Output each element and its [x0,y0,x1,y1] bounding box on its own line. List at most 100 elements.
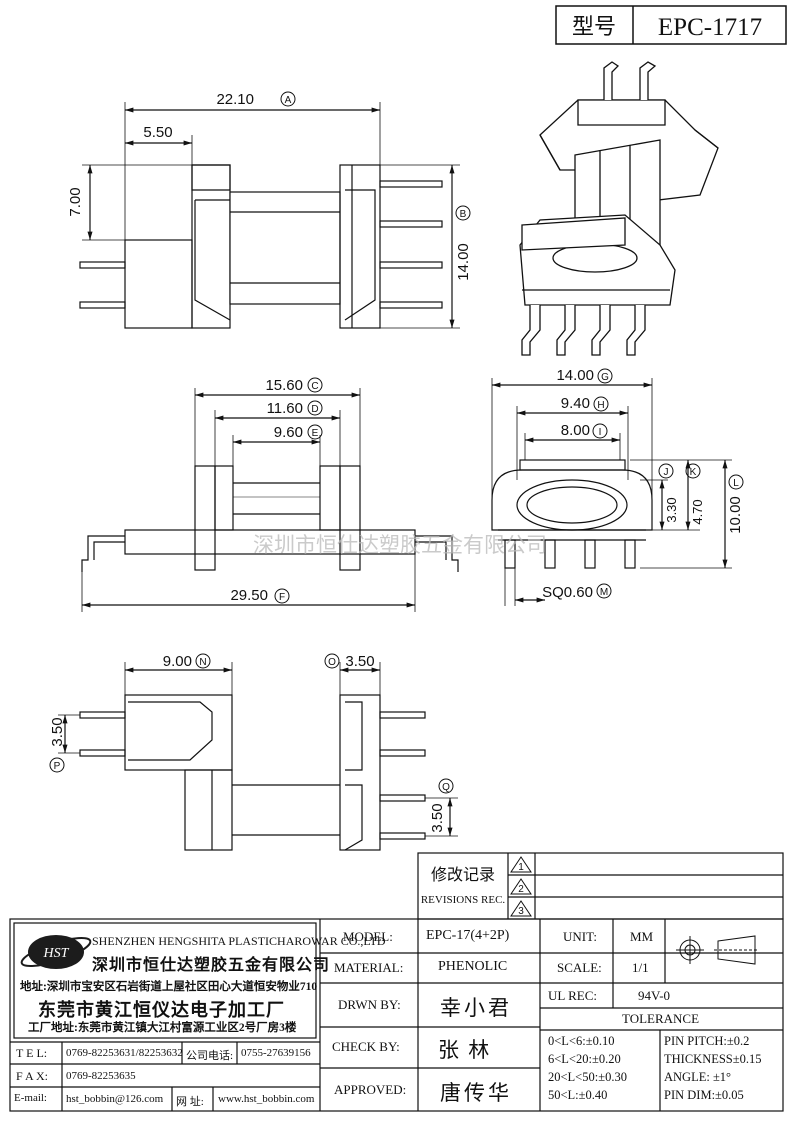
mark-e: E [312,428,319,439]
pin-spec-3: ANGLE: ±1° [664,1070,732,1084]
dim-b-value: 14.00 [455,243,472,281]
end-view [491,378,732,606]
mark-l: L [733,478,739,489]
dim-470-value: 4.70 [690,499,705,524]
dim-h-value: 9.40 [561,395,590,412]
dim-left-value: 5.50 [143,124,172,141]
company-name-en: SHENZHEN HENGSHITA PLASTICHAROWAR CO.,LT… [92,934,386,948]
mark-p: P [54,761,61,772]
type-label: 型号 [572,14,616,39]
side-view [81,388,459,612]
revision-mark-2: 2 [510,878,532,895]
svg-text:3: 3 [518,906,524,917]
unit-label: UNIT: [563,929,598,944]
revision-title-en: REVISIONS REC. [421,894,506,906]
email-label: E-mail: [14,1092,47,1104]
pin-spec-2: THICKNESS±0.15 [664,1052,762,1066]
mark-n: N [199,657,206,668]
company-name-cn: 深圳市恒仕达塑胶五金有限公司 [92,957,331,974]
mark-m-circle [596,583,612,599]
mark-e-circle [307,424,323,440]
dim-330-value: 3.30 [664,497,679,522]
mark-l-circle [728,474,744,490]
dim-a-value: 22.10 [216,91,254,108]
unit-value: MM [630,929,654,944]
factory-address: 工厂地址:东莞市黄江镇大江村富源工业区2号厂房3楼 [28,1022,297,1034]
mark-q-circle [438,778,454,794]
dim-g-value: 14.00 [556,367,594,384]
factory-name: 东莞市黄江恒仪达电子加工厂 [38,1000,285,1020]
model-value: EPC-17(4+2P) [426,928,510,943]
mark-a-circle [280,91,296,107]
mark-b: B [460,209,467,220]
mark-o-circle [324,653,340,669]
approved-value: 唐传华 [440,1081,512,1105]
projection-symbol-icon [676,935,759,965]
mark-f: F [279,592,285,603]
check-by-value: 张 林 [438,1038,492,1062]
mark-c: C [311,381,318,392]
mark-i: I [599,427,602,438]
top-view [79,102,460,329]
drawn-by-value: 幸小君 [440,996,512,1020]
svg-text:1: 1 [518,862,524,873]
revision-mark-3: 3 [510,900,532,917]
mark-g: G [601,372,609,383]
tolerance-row-3: 20<L<50:±0.30 [548,1070,627,1084]
approved-label: APPROVED: [334,1082,407,1097]
company-logo: HST [20,935,92,969]
dim-n-value: 9.00 [163,653,192,670]
mark-o: O [328,657,336,668]
material-value: PHENOLIC [438,959,508,974]
dim-f-value: 29.50 [230,587,268,604]
mark-b-circle [455,205,471,221]
scale-label: SCALE: [557,960,602,975]
web-value[interactable]: www.hst_bobbin.com [218,1093,315,1105]
email-value[interactable]: hst_bobbin@126.com [66,1093,164,1105]
mark-c-circle [307,377,323,393]
revision-mark-1: 1 [510,856,532,873]
mark-h-circle [593,396,609,412]
mark-k: K [690,467,697,478]
mark-h: H [597,400,604,411]
ul-rec-label: UL REC: [548,988,597,1003]
dim-height-value: 7.00 [67,187,84,216]
dim-c-value: 15.60 [265,377,303,394]
mark-d: D [311,404,318,415]
phone-value: 0755-27639156 [241,1047,311,1059]
mark-d-circle [307,400,323,416]
mark-k-circle [685,463,701,479]
isometric-view [519,61,719,356]
scale-value: 1/1 [632,960,649,975]
mark-q: Q [442,782,450,793]
tel-label: T E L: [16,1046,48,1060]
mark-f-circle [274,588,290,604]
pin-spec-1: PIN PITCH:±0.2 [664,1034,750,1048]
fax-value: 0769-82253635 [66,1070,136,1082]
revision-block [417,852,784,920]
phone-label: 公司电话: [186,1050,234,1062]
mark-p-circle [49,757,65,773]
fax-label: F A X: [16,1069,49,1083]
dim-i-value: 8.00 [561,422,590,439]
ul-rec-value: 94V-0 [638,988,671,1003]
web-label: 网 址: [176,1096,204,1108]
header-box: 型号 EPC-1717 [555,5,787,45]
title-block-grid [9,918,784,1112]
mark-m: M [600,587,608,598]
dim-d-value: 11.60 [267,400,303,417]
company-address: 地址:深圳市宝安区石岩街道上屋社区田心大道恒安物业710 [20,981,318,993]
mark-n-circle [195,653,211,669]
dim-m-value: SQ0.60 [542,584,593,601]
bottom-view [58,662,458,851]
mark-g-circle [597,368,613,384]
model-code: EPC-1717 [658,14,762,41]
material-label: MATERIAL: [334,960,404,975]
pin-spec-4: PIN DIM:±0.05 [664,1088,744,1102]
logo-text: HST [43,946,70,961]
drawn-by-label: DRWN BY: [338,997,401,1012]
dim-q-value: 3.50 [429,803,446,832]
watermark: 深圳市恒仕达塑胶五金有限公司 [253,533,547,557]
mark-i-circle [592,423,608,439]
